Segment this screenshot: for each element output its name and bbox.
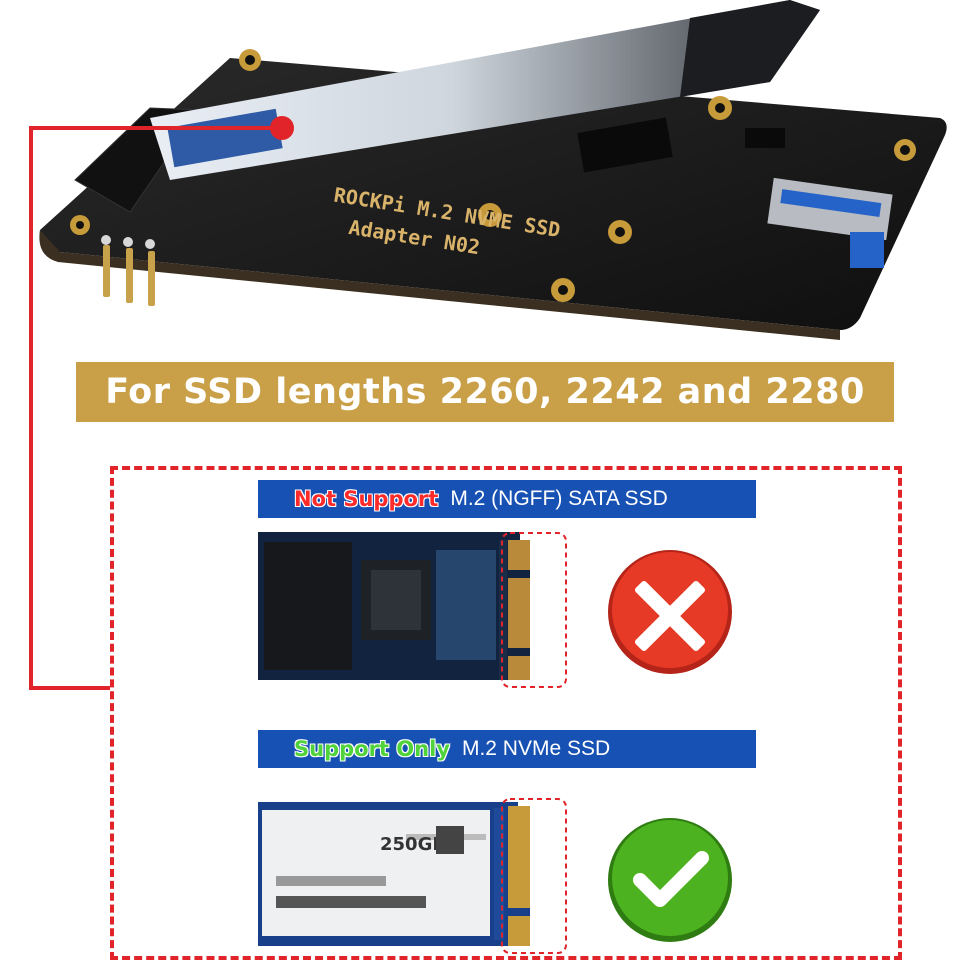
support-only-tag: Support Only bbox=[294, 737, 450, 761]
sata-ssd-photo bbox=[258, 532, 567, 688]
sata-ssd-label: M.2 (NGFF) SATA SSD bbox=[450, 487, 668, 510]
nvme-ssd-label: M.2 NVMe SSD bbox=[461, 737, 611, 760]
headline-banner: For SSD lengths 2260, 2242 and 2280 bbox=[76, 362, 894, 422]
red-x-circle-icon bbox=[608, 550, 732, 674]
not-support-tag: Not Support bbox=[294, 487, 439, 511]
green-check-circle-icon bbox=[608, 818, 732, 942]
not-support-bar: Not Support M.2 (NGFF) SATA SSD bbox=[258, 480, 756, 518]
usb-port bbox=[767, 177, 893, 268]
nvme-capacity-label: 250GB bbox=[380, 834, 446, 855]
headline-text: For SSD lengths 2260, 2242 and 2280 bbox=[105, 372, 865, 412]
nvme-ssd-module bbox=[150, 0, 820, 180]
nvme-ssd-photo: 250GB bbox=[258, 798, 567, 954]
support-only-bar: Support Only M.2 NVMe SSD bbox=[258, 730, 756, 768]
compatibility-frame bbox=[110, 466, 902, 960]
